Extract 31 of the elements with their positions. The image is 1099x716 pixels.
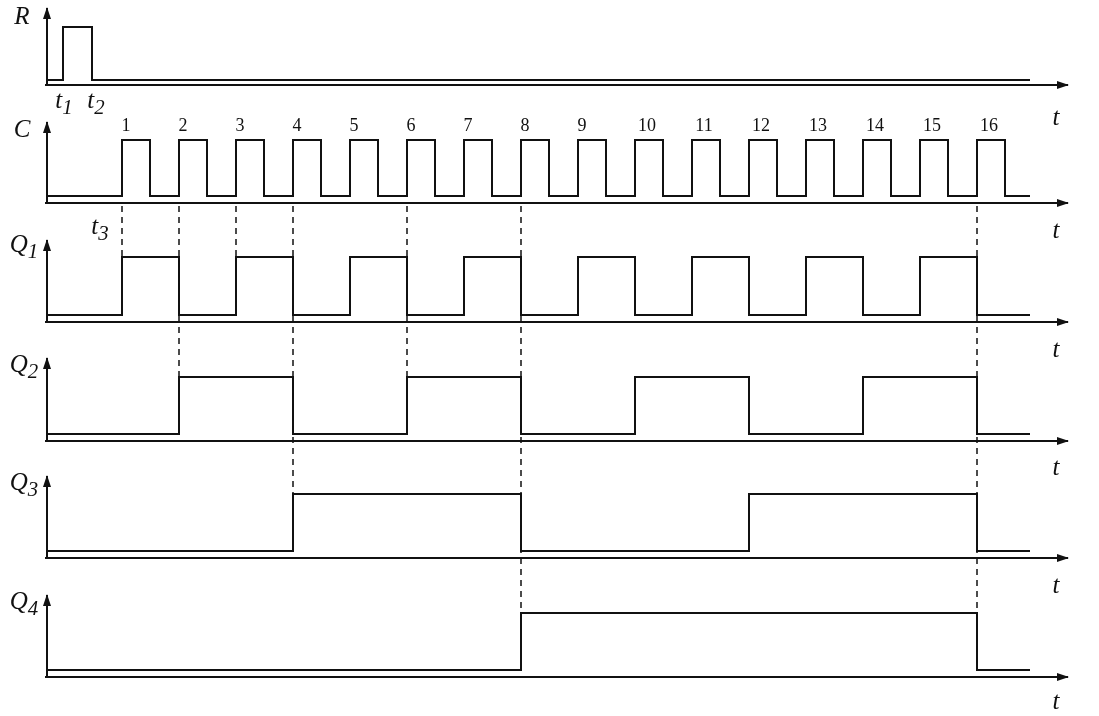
signal-label: Q$_{3}$ bbox=[9, 468, 39, 500]
signal-label: Q$_{1}$ bbox=[9, 230, 39, 262]
pulse-number: 12 bbox=[752, 116, 770, 134]
axis-label: t bbox=[1052, 453, 1060, 479]
pulse-number: 1 bbox=[121, 116, 131, 134]
pulse-number: 6 bbox=[406, 116, 416, 134]
axis-label: t bbox=[1052, 103, 1060, 129]
pulse-number: 16 bbox=[980, 116, 998, 134]
time-label: t$_{1}$ bbox=[55, 86, 73, 118]
pulse-number: 4 bbox=[292, 116, 302, 134]
signal-label: C bbox=[13, 115, 31, 141]
axis-label: t bbox=[1052, 335, 1060, 361]
time-label: t$_{3}$ bbox=[91, 212, 109, 244]
pulse-number: 9 bbox=[577, 116, 587, 134]
pulse-number: 14 bbox=[866, 116, 884, 134]
pulse-number: 5 bbox=[349, 116, 359, 134]
pulse-number: 15 bbox=[923, 116, 941, 134]
axis-label: t bbox=[1052, 571, 1060, 597]
signal-label: Q$_{2}$ bbox=[9, 350, 39, 382]
signal-label: Q$_{4}$ bbox=[9, 587, 39, 619]
time-label: t$_{2}$ bbox=[87, 86, 105, 118]
pulse-number: 10 bbox=[638, 116, 656, 134]
pulse-number: 11 bbox=[695, 116, 713, 134]
signal-label: R bbox=[14, 2, 30, 28]
pulse-number: 8 bbox=[520, 116, 530, 134]
pulse-number: 13 bbox=[809, 116, 827, 134]
axis-label: t bbox=[1052, 687, 1060, 713]
pulse-number: 2 bbox=[178, 116, 188, 134]
pulse-number: 7 bbox=[463, 116, 473, 134]
axis-label: t bbox=[1052, 216, 1060, 242]
pulse-number: 3 bbox=[235, 116, 245, 134]
